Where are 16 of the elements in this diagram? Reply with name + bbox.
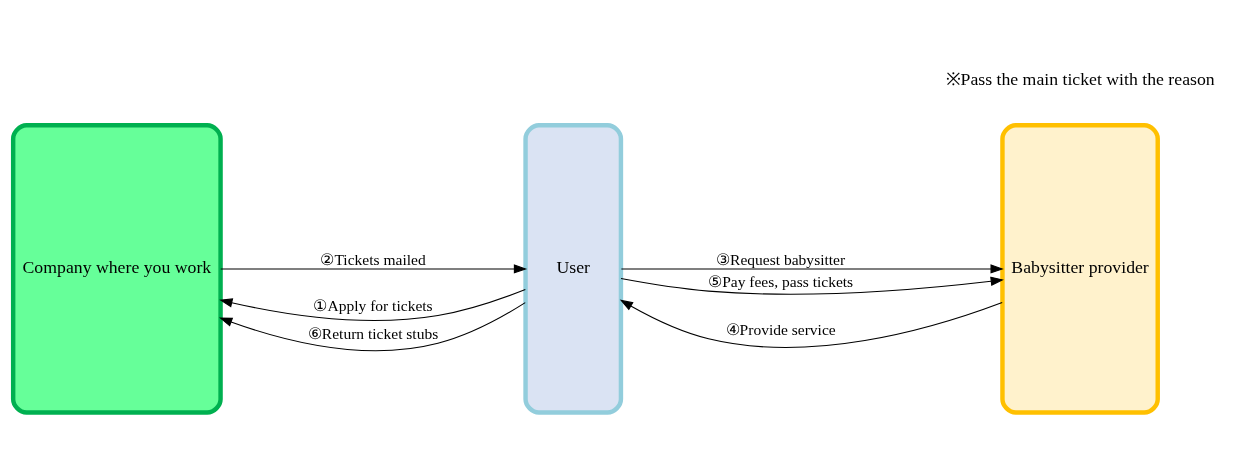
edge-label: ③Request babysitter: [716, 250, 846, 268]
edge-label: ⑤Pay fees, pass tickets: [708, 272, 854, 290]
arrow: [620, 276, 1004, 295]
arrow: [619, 299, 1003, 349]
edge-label: ①Apply for tickets: [313, 297, 433, 315]
node-box: Babysitter provider: [1000, 123, 1160, 415]
node-box: Company where you work: [10, 123, 223, 415]
edge-label: ④Provide service: [725, 320, 836, 338]
arrow: [219, 288, 526, 321]
label: ※Pass the main ticket with the reason: [945, 68, 1215, 89]
arrow: [620, 264, 1004, 274]
arrow: [220, 264, 528, 274]
edge-label: ⑥Return ticket stubs: [307, 325, 439, 343]
edge-label: ②Tickets mailed: [320, 250, 426, 268]
node-box: User: [523, 123, 624, 415]
arrow: [219, 302, 526, 352]
